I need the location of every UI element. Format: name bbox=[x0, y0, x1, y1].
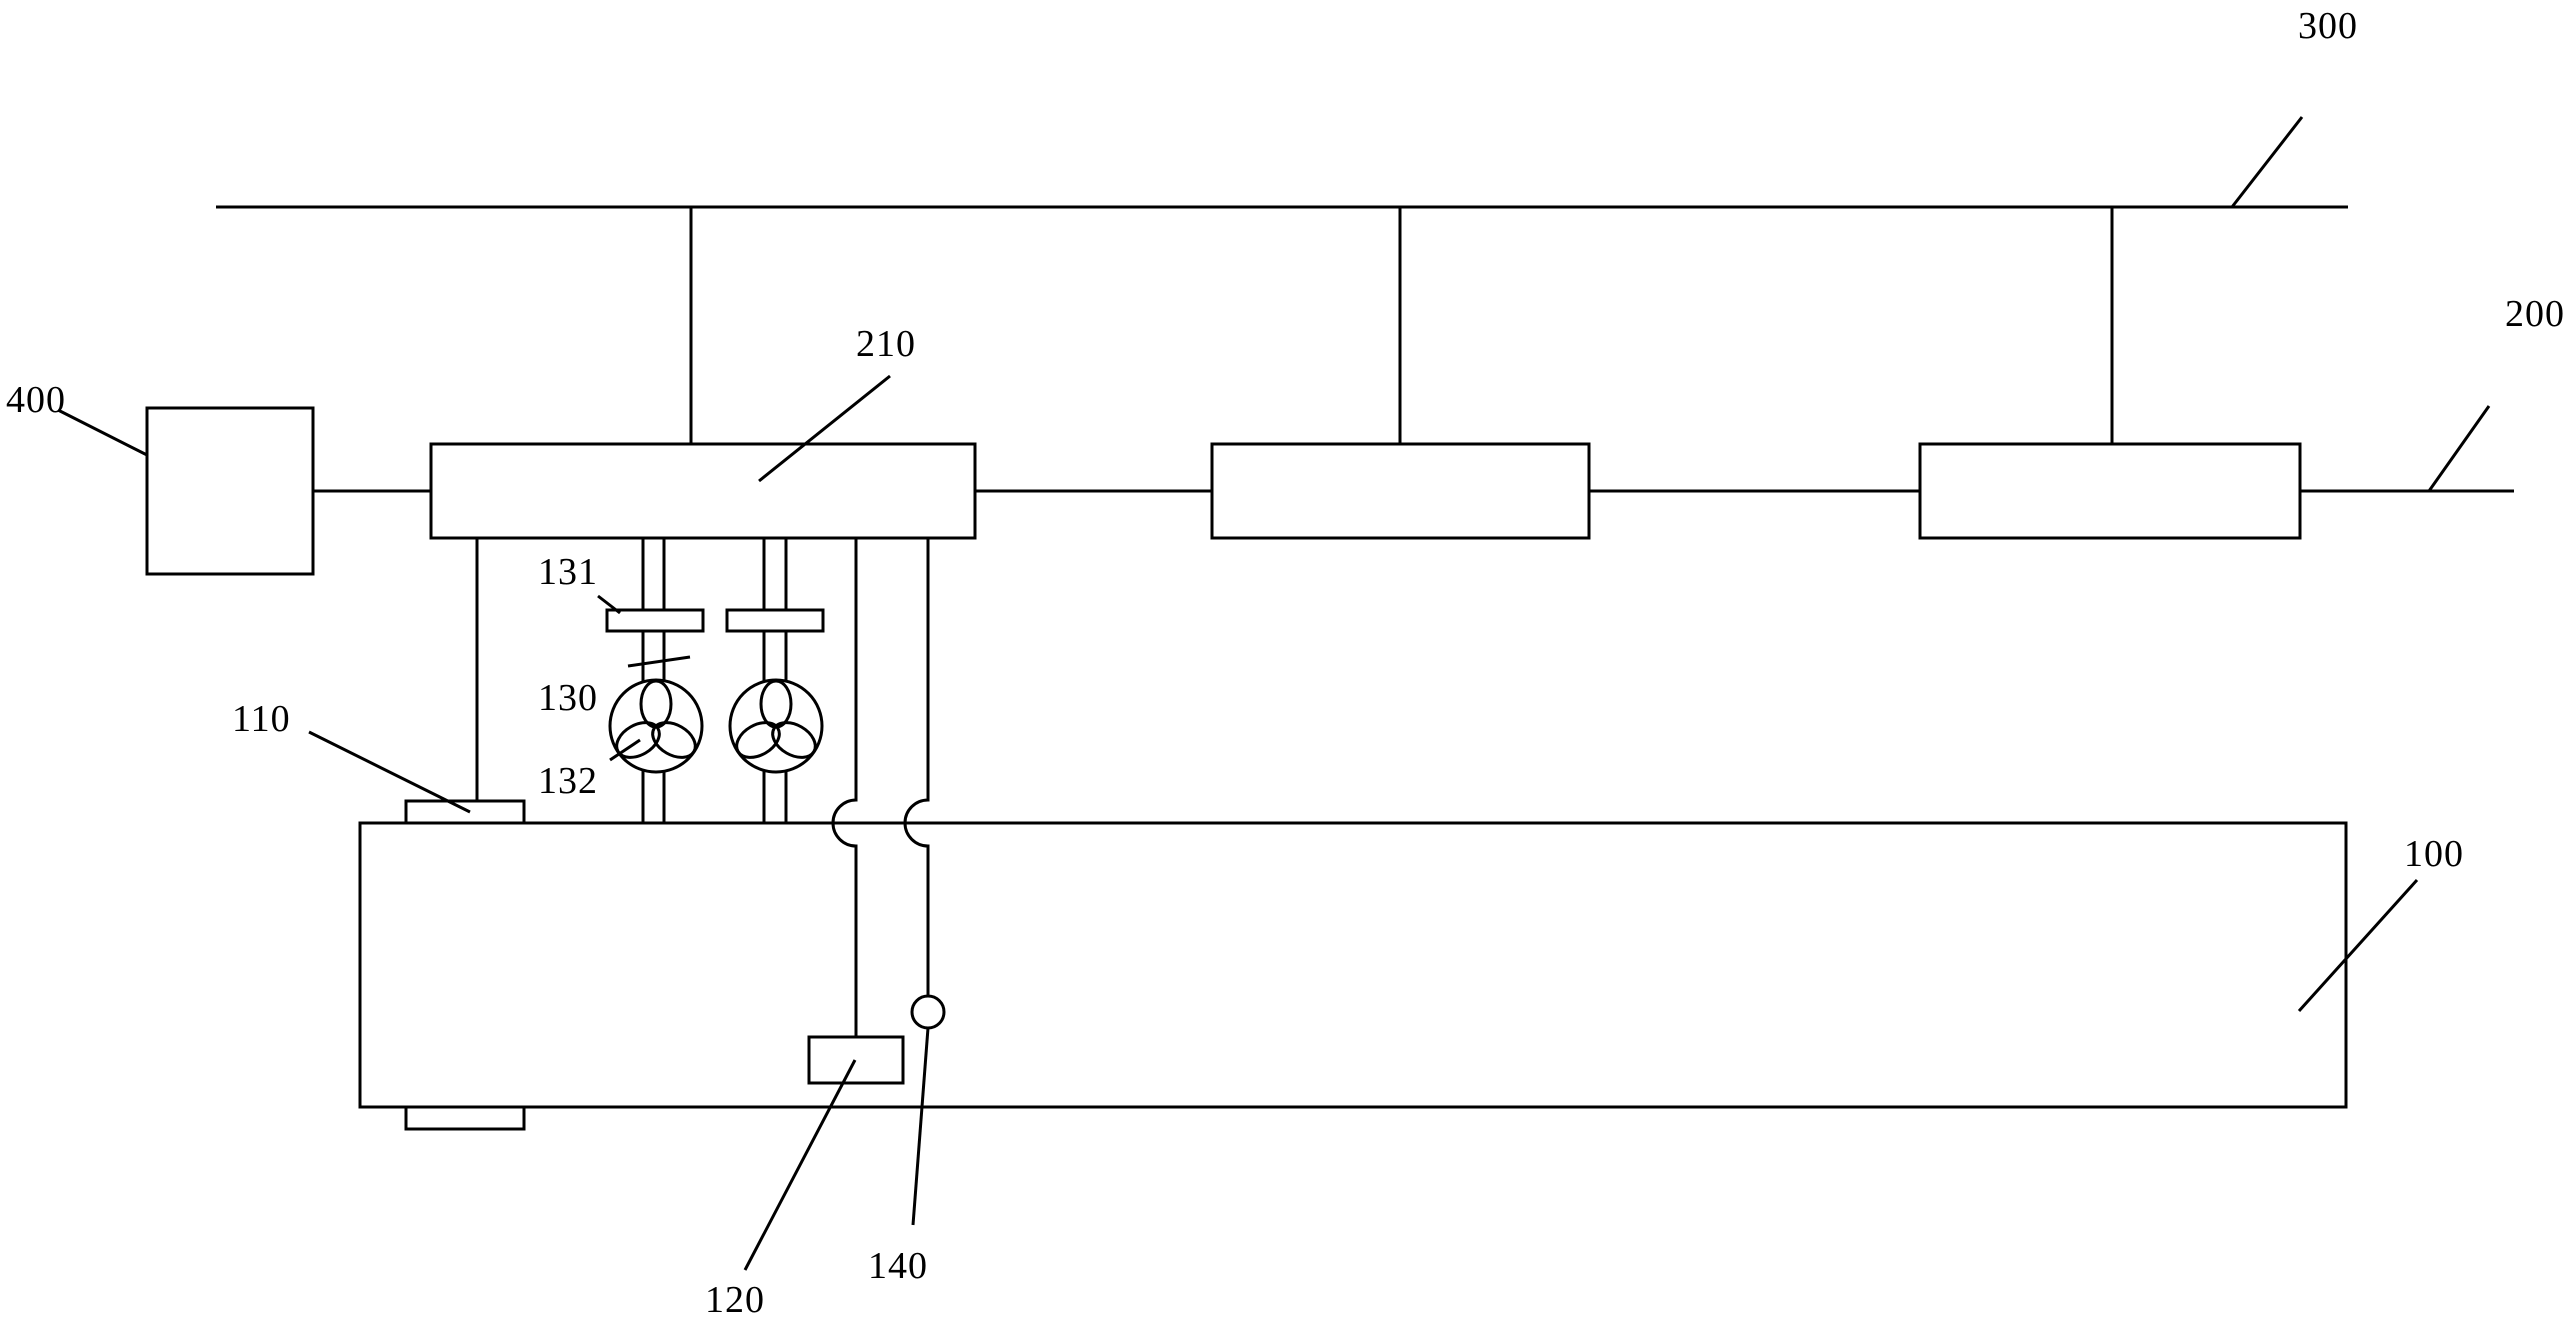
leader-210 bbox=[758, 374, 891, 483]
module-2 bbox=[1210, 442, 1591, 540]
fan-icon bbox=[728, 678, 824, 774]
leader-132 bbox=[609, 738, 641, 762]
part-110-top bbox=[404, 799, 526, 825]
part-110-bottom bbox=[404, 1105, 526, 1131]
label-110: 110 bbox=[232, 698, 291, 740]
leader-130 bbox=[627, 655, 691, 668]
module-3 bbox=[1918, 442, 2302, 540]
leader-140 bbox=[911, 1027, 930, 1226]
damper-131-a bbox=[605, 608, 705, 633]
fan-icon bbox=[608, 678, 704, 774]
leader-200 bbox=[2427, 405, 2491, 492]
leader-131 bbox=[597, 594, 621, 615]
wire-210-120 bbox=[831, 538, 858, 1037]
label-130: 130 bbox=[538, 677, 598, 719]
label-200: 200 bbox=[2505, 293, 2565, 335]
leader-400 bbox=[57, 408, 148, 457]
circle-sensor-icon bbox=[910, 994, 946, 1030]
label-300: 300 bbox=[2298, 5, 2358, 47]
label-120: 120 bbox=[705, 1279, 765, 1318]
module-210 bbox=[429, 442, 977, 540]
label-140: 140 bbox=[868, 1245, 928, 1287]
leader-100 bbox=[2297, 878, 2419, 1013]
leader-120 bbox=[743, 1059, 857, 1271]
wire-210-140 bbox=[903, 538, 930, 996]
leader-110 bbox=[308, 730, 471, 814]
label-100: 100 bbox=[2404, 833, 2464, 875]
label-210: 210 bbox=[856, 323, 916, 365]
label-132: 132 bbox=[538, 760, 598, 802]
label-400: 400 bbox=[6, 379, 66, 421]
controller-400 bbox=[145, 406, 315, 576]
label-131: 131 bbox=[538, 551, 598, 593]
sensor-120 bbox=[807, 1035, 905, 1085]
leader-300 bbox=[2230, 116, 2304, 208]
damper-131-b bbox=[725, 608, 825, 633]
main-body-100 bbox=[358, 821, 2348, 1109]
